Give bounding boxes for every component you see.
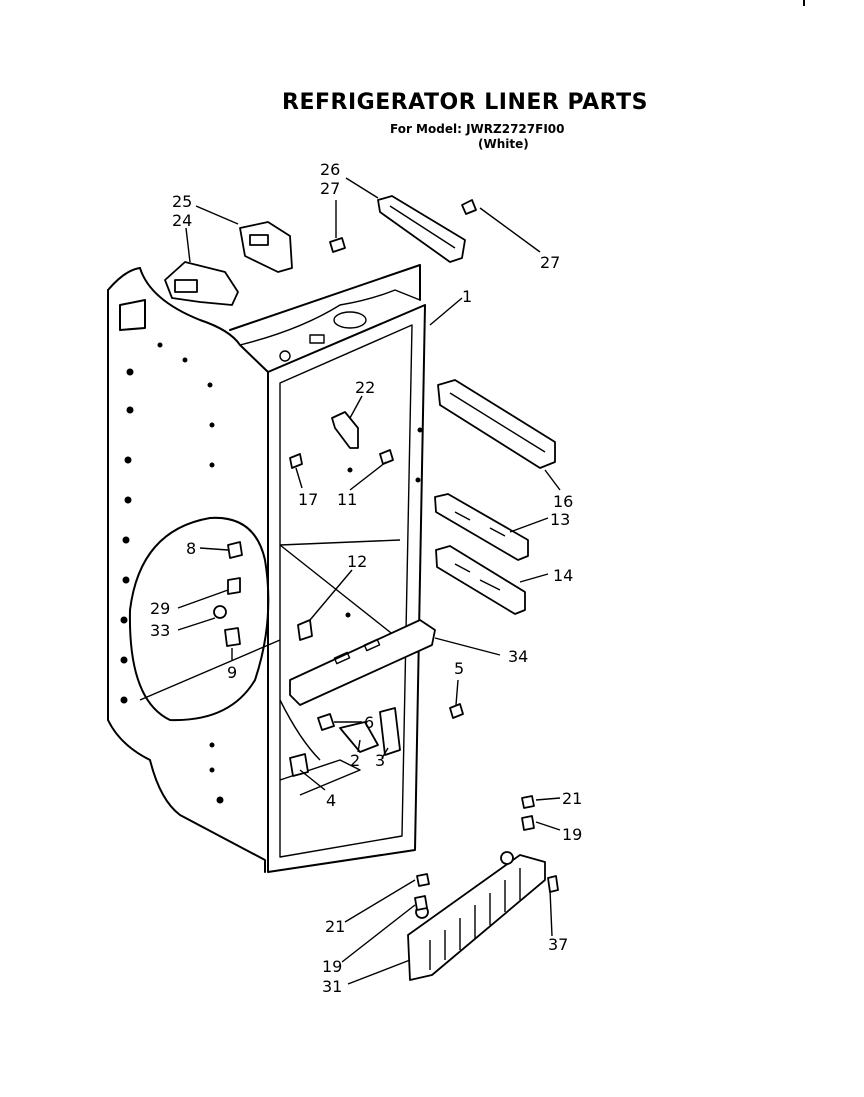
callout-29: 29	[150, 599, 170, 618]
callout-33: 33	[150, 621, 170, 640]
callout-27-left: 27	[320, 179, 340, 198]
bracket-22	[331, 411, 359, 449]
screw-11	[379, 449, 394, 465]
callout-14: 14	[553, 566, 573, 585]
model-prefix: For Model:	[390, 122, 462, 136]
callout-12: 12	[347, 552, 367, 571]
callout-19-bottom: 19	[322, 957, 342, 976]
clip-12	[297, 619, 313, 641]
callout-9: 9	[227, 663, 237, 682]
callout-26: 26	[320, 160, 340, 179]
callout-2: 2	[350, 751, 360, 770]
cover-34	[289, 619, 436, 706]
callout-6: 6	[364, 713, 374, 732]
wall-rivets	[120, 342, 423, 804]
callout-22: 22	[355, 378, 375, 397]
callout-21-top: 21	[562, 789, 582, 808]
leader-lines	[177, 177, 561, 985]
callout-1: 1	[462, 287, 472, 306]
callout-3: 3	[375, 751, 385, 770]
bottom-grille-31	[407, 851, 546, 981]
callout-37: 37	[548, 935, 568, 954]
callout-24: 24	[172, 211, 192, 230]
shelf-rail-13	[434, 493, 529, 561]
lower-parts	[289, 703, 464, 777]
model-subtitle: For Model: JWRZ2727FI00 (White)	[390, 122, 564, 152]
callout-4: 4	[326, 791, 336, 810]
top-duct-parts	[164, 221, 293, 306]
callout-27-right: 27	[540, 253, 560, 272]
callout-11: 11	[337, 490, 357, 509]
callout-16: 16	[553, 492, 573, 511]
callout-17: 17	[298, 490, 318, 509]
page-title: REFRIGERATOR LINER PARTS	[282, 90, 648, 115]
callout-13: 13	[550, 510, 570, 529]
callout-labels: 26 27 27 25 24 1 22 17 11 16 13 14 12 8 …	[150, 160, 582, 996]
model-color: (White)	[478, 137, 529, 151]
screw-17	[289, 453, 303, 469]
callout-8: 8	[186, 539, 196, 558]
edge-mark	[803, 0, 805, 6]
screws-27	[329, 199, 477, 253]
callout-25: 25	[172, 192, 192, 211]
shelf-rail-14	[435, 545, 526, 615]
detail-parts	[213, 541, 243, 647]
model-number: JWRZ2727FI00	[466, 122, 565, 136]
liner-cabinet	[107, 264, 426, 873]
callout-5: 5	[454, 659, 464, 678]
grille-fasteners	[414, 795, 559, 911]
shelf-rail-16	[437, 379, 556, 469]
top-rail-26	[377, 195, 466, 263]
callout-19-top: 19	[562, 825, 582, 844]
callout-34: 34	[508, 647, 528, 666]
callout-31: 31	[322, 977, 342, 996]
callout-21-bottom: 21	[325, 917, 345, 936]
